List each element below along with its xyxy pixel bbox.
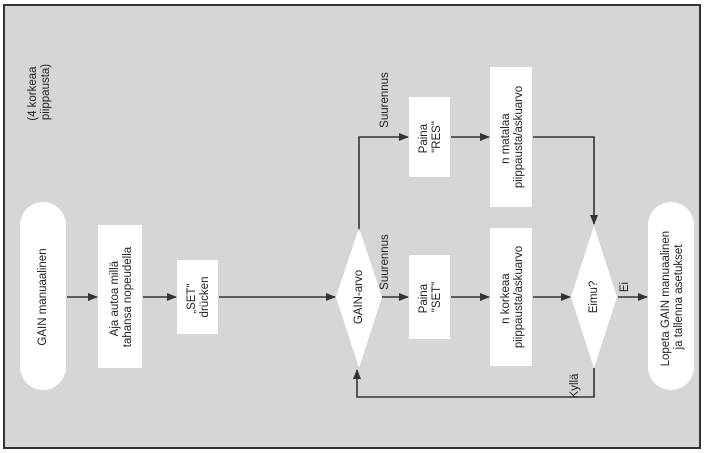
drive-label-line-2: tahansa nopeudella xyxy=(122,246,134,347)
press-res-box xyxy=(409,97,450,177)
high-beeps-box xyxy=(490,228,532,366)
low-beeps-label-line-2: piippausta/askuarvo xyxy=(513,86,525,188)
press-set-label-line-2: "SET" xyxy=(431,282,443,313)
set-box xyxy=(177,260,218,334)
beeps-note-line-1: (4 korkeaa xyxy=(27,66,39,121)
arrow-decision-to-press-res xyxy=(358,133,409,232)
press-set-box xyxy=(409,255,450,339)
low-beeps-box xyxy=(490,67,532,207)
yes-label: Kyllä xyxy=(569,373,581,399)
connector-lines xyxy=(67,133,648,398)
press-res-label-line-2: "RES" xyxy=(431,121,443,153)
arrow-low-beeps-to-decision xyxy=(533,136,598,225)
drive-box xyxy=(98,225,142,368)
other-decision xyxy=(571,226,617,368)
increase-label-mid: Suurennus xyxy=(379,234,391,290)
low-beeps-label-line-1: n matalaa xyxy=(500,113,512,164)
beeps-note-line-2: piippausta) xyxy=(40,64,52,120)
set-label-line-1: „SET" xyxy=(186,283,198,313)
end-label-line-1: Lopeta GAIN manuaalinen xyxy=(660,231,672,367)
end-terminal xyxy=(648,202,694,390)
high-beeps-label-line-1: n korkeaa xyxy=(500,273,512,324)
drive-label-line-1: Aja autoa millä xyxy=(109,260,121,336)
end-label-line-2: ja tallenna asetukset xyxy=(673,244,685,351)
gain-decision xyxy=(336,228,382,368)
press-set-label-line-1: Paina xyxy=(418,283,430,313)
other-decision-label: Eimu? xyxy=(588,281,600,314)
increase-label-top: Suurennus xyxy=(379,72,391,128)
no-label: Ei xyxy=(619,282,631,292)
beeps-note: (4 korkeaa piippausta) xyxy=(27,63,52,121)
set-label-line-2: drücken xyxy=(199,277,211,318)
press-res-label: Paina "RES" xyxy=(418,121,443,154)
press-res-label-line-1: Paina xyxy=(418,123,430,153)
high-beeps-label-line-2: piippausta/askuarvo xyxy=(513,246,525,348)
press-set-label: Paina "SET" xyxy=(418,281,443,314)
flowchart-shapes xyxy=(20,67,694,390)
gain-decision-label: GAIN-arvo xyxy=(353,270,365,324)
drive-label: Aja autoa millä tahansa nopeudella xyxy=(109,246,134,347)
high-beeps-label: n korkeaa piippausta/askuarvo xyxy=(500,246,525,348)
start-terminal xyxy=(20,202,66,390)
arrow-yes-loop-back xyxy=(353,368,595,398)
end-label: Lopeta GAIN manuaalinen ja tallenna aset… xyxy=(660,228,685,367)
start-label: GAIN manuaalinen xyxy=(37,248,49,345)
set-label: „SET" drücken xyxy=(186,277,211,318)
low-beeps-label: n matalaa piippausta/askuarvo xyxy=(500,86,525,188)
